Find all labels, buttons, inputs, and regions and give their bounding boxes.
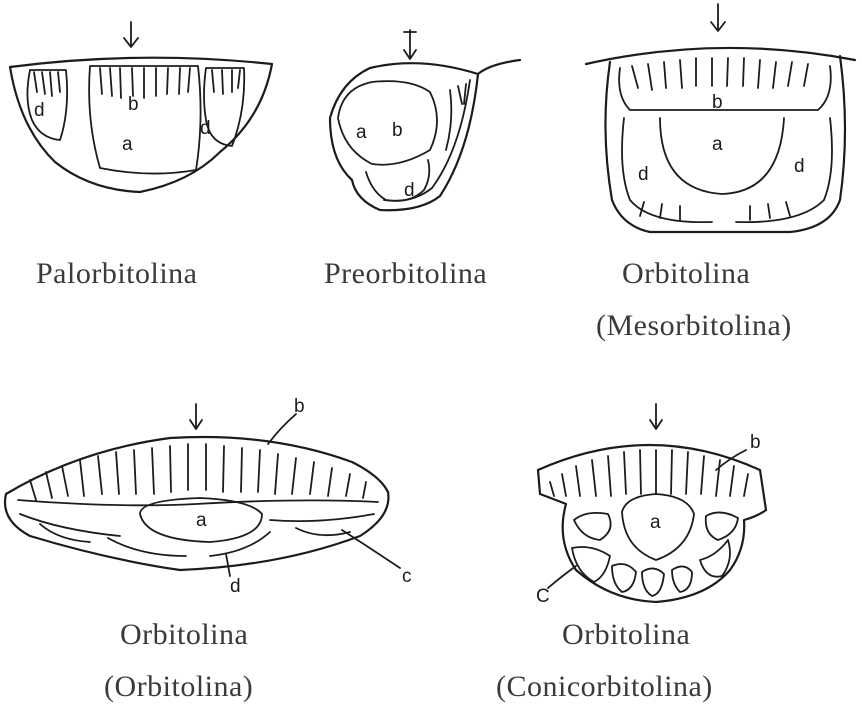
caption-conicorbitolina-line1: Orbitolina [562,618,690,651]
caption-orbitolina-line2: (Orbitolina) [104,670,253,703]
orbitolina-label-a: a [196,510,207,531]
caption-mesorbitolina-line2: (Mesorbitolina) [596,309,792,342]
mesorbitolina-label-d-left: d [638,164,649,185]
orbitolina-label-d: d [230,576,241,597]
mesorbitolina-top-surface [586,48,855,64]
figure-conicorbitolina: a b C Orbitolina (Conicorbitolina) [496,404,766,703]
mesorbitolina-test-outline [605,56,845,232]
orbitolina-label-b: b [294,396,305,417]
palorbitolina-label-d-right: d [200,118,211,139]
preorbitolina-arrow [404,30,416,59]
conicorbitolina-arrow [650,404,662,429]
mesorbitolina-label-d-right: d [794,156,805,177]
conicorbitolina-label-b: b [750,432,761,453]
caption-orbitolina-line1: Orbitolina [120,618,248,651]
preorbitolina-label-a: a [356,122,367,143]
caption-palorbitolina: Palorbitolina [36,257,197,290]
mesorbitolina-label-b: b [712,92,723,113]
conicorbitolina-label-c: C [536,586,550,607]
figure-mesorbitolina: a b d d Orbitolina (Mesorbitolina) [586,4,855,342]
mesorbitolina-chambers [619,58,832,222]
orbitolina-top-surface [6,437,388,494]
mesorbitolina-arrow [711,4,725,31]
conicorbitolina-leader-lines [548,450,746,588]
figure-orbitolina: a b c d Orbitolina (Orbitolina) [5,396,412,703]
palorbitolina-label-a: a [122,134,133,155]
conicorbitolina-label-a: a [650,512,661,533]
orbitolina-label-c: c [402,566,412,587]
figure-preorbitolina: a b d Preorbitolina [324,30,520,290]
caption-preorbitolina: Preorbitolina [324,257,487,290]
preorbitolina-label-d: d [404,180,415,201]
caption-mesorbitolina-line1: Orbitolina [622,257,750,290]
figure-palorbitolina: a b d d Palorbitolina [10,22,272,290]
orbitolina-arrow [190,404,202,429]
palorbitolina-label-d-left: d [34,100,45,121]
caption-conicorbitolina-line2: (Conicorbitolina) [496,670,713,703]
palorbitolina-arrow [124,22,138,47]
conicorbitolina-test-outline [538,470,766,602]
palorbitolina-label-b: b [128,94,139,115]
orbitolina-chambers [18,444,378,556]
palorbitolina-chambers [27,66,244,174]
mesorbitolina-label-a: a [712,134,723,155]
preorbitolina-label-b: b [392,120,403,141]
